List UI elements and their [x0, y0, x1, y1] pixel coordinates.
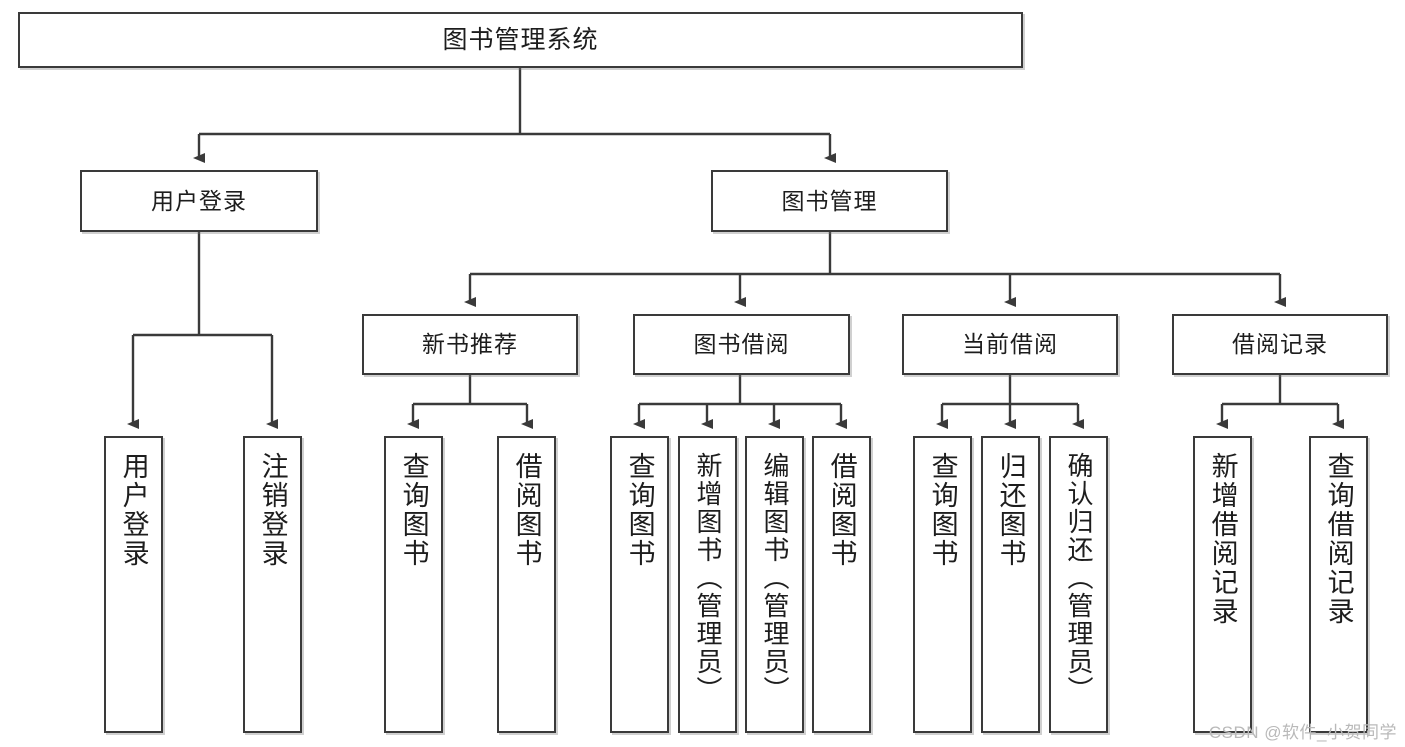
node-borrow-record-label: 借阅记录 — [1232, 331, 1328, 357]
leaf-new-book-borrow[interactable]: 借阅图书 — [497, 436, 556, 733]
node-user-login[interactable]: 用户登录 — [80, 170, 318, 232]
leaf-borrow-record-add[interactable]: 新增借阅记录 — [1193, 436, 1252, 733]
node-book-management[interactable]: 图书管理 — [711, 170, 948, 232]
leaf-borrow-record-add-label: 新增借阅记录 — [1207, 452, 1238, 626]
leaf-user-login-login[interactable]: 用户登录 — [104, 436, 163, 733]
node-book-borrow-label: 图书借阅 — [693, 331, 790, 357]
leaf-user-login-logout[interactable]: 注销登录 — [243, 436, 302, 733]
leaf-book-borrow-add-label: 新增图书（管理员） — [693, 452, 724, 704]
leaf-book-borrow-borrow[interactable]: 借阅图书 — [812, 436, 871, 733]
node-book-borrow[interactable]: 图书借阅 — [633, 314, 850, 375]
leaf-current-borrow-confirm-label: 确认归还（管理员） — [1064, 452, 1095, 704]
leaf-current-borrow-query[interactable]: 查询图书 — [913, 436, 972, 733]
node-borrow-record[interactable]: 借阅记录 — [1172, 314, 1388, 375]
node-current-borrow-label: 当前借阅 — [962, 331, 1058, 357]
leaf-current-borrow-return[interactable]: 归还图书 — [981, 436, 1040, 733]
leaf-book-borrow-edit[interactable]: 编辑图书（管理员） — [745, 436, 804, 733]
leaf-new-book-borrow-label: 借阅图书 — [511, 452, 542, 568]
node-book-management-label: 图书管理 — [781, 187, 878, 214]
node-new-book-recommend[interactable]: 新书推荐 — [362, 314, 578, 375]
leaf-book-borrow-query[interactable]: 查询图书 — [610, 436, 669, 733]
node-user-login-label: 用户登录 — [151, 187, 247, 214]
leaf-user-login-login-label: 用户登录 — [118, 452, 149, 568]
leaf-borrow-record-query[interactable]: 查询借阅记录 — [1309, 436, 1368, 733]
leaf-new-book-query-label: 查询图书 — [398, 452, 429, 568]
node-new-book-recommend-label: 新书推荐 — [422, 331, 518, 357]
leaf-book-borrow-edit-label: 编辑图书（管理员） — [760, 452, 791, 704]
node-root[interactable]: 图书管理系统 — [18, 12, 1023, 68]
leaf-current-borrow-confirm[interactable]: 确认归还（管理员） — [1049, 436, 1108, 733]
node-current-borrow[interactable]: 当前借阅 — [902, 314, 1118, 375]
node-root-label: 图书管理系统 — [442, 25, 599, 54]
leaf-new-book-query[interactable]: 查询图书 — [384, 436, 443, 733]
leaf-current-borrow-return-label: 归还图书 — [995, 452, 1026, 568]
leaf-borrow-record-query-label: 查询借阅记录 — [1323, 452, 1354, 626]
leaf-book-borrow-borrow-label: 借阅图书 — [826, 452, 857, 568]
leaf-book-borrow-query-label: 查询图书 — [624, 452, 655, 568]
leaf-book-borrow-add[interactable]: 新增图书（管理员） — [678, 436, 737, 733]
leaf-user-login-logout-label: 注销登录 — [257, 452, 288, 568]
watermark: CSDN @软件_小贺同学 — [1208, 723, 1397, 742]
leaf-current-borrow-query-label: 查询图书 — [927, 452, 958, 568]
